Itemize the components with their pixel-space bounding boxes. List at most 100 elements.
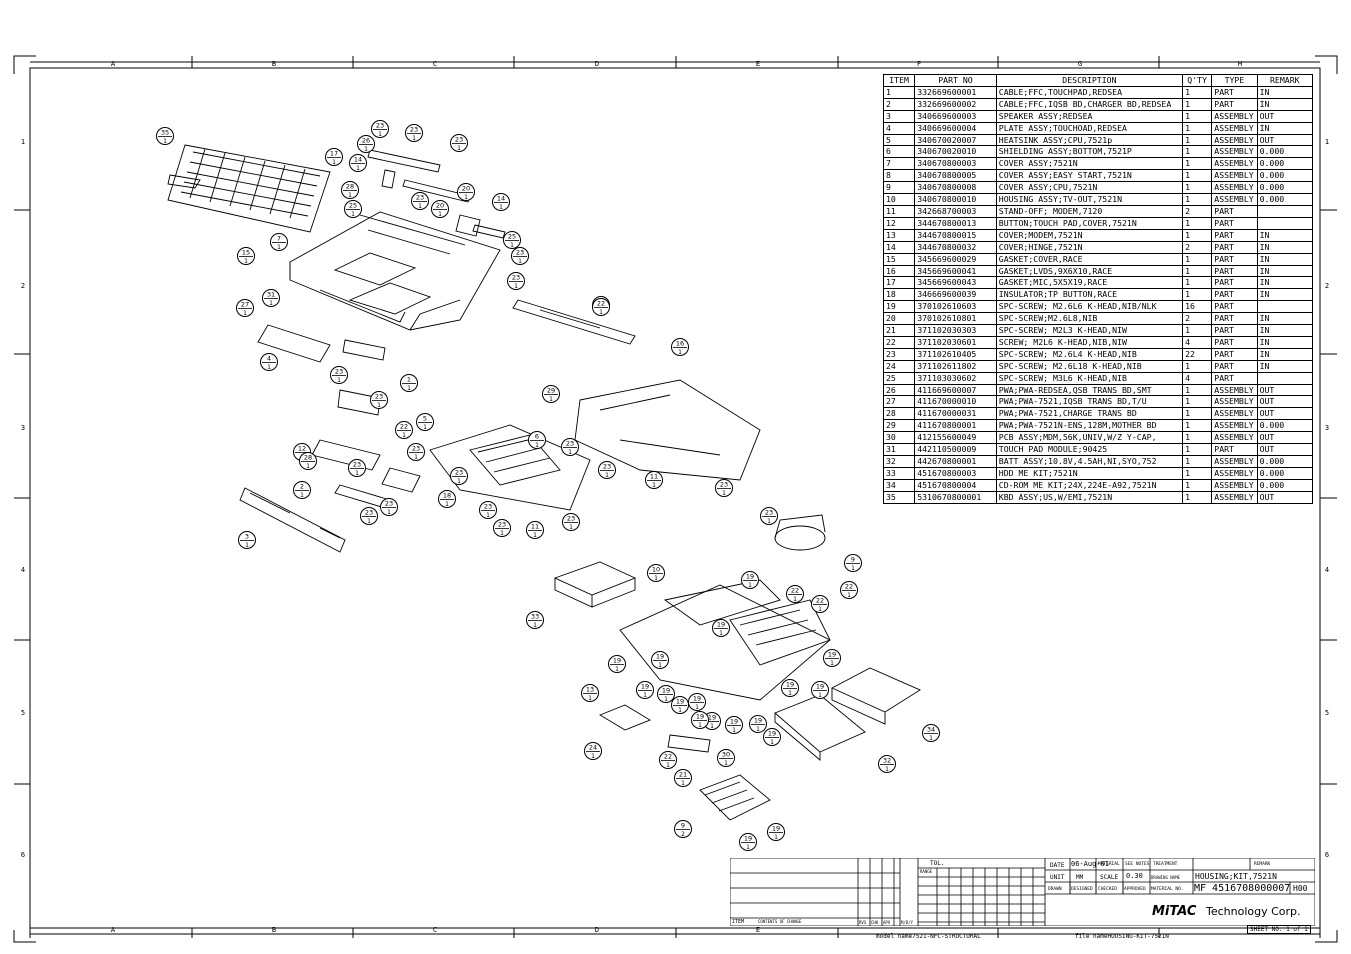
balloon-item-number: 6 [535, 433, 539, 441]
cell-part-no: 340670800008 [914, 181, 997, 195]
balloon-qty: 1 [748, 582, 752, 589]
material-label: MATERIAL [1098, 862, 1120, 867]
item-balloon: 191 [811, 681, 829, 699]
balloon-qty: 1 [652, 482, 656, 489]
item-balloon: 231 [715, 479, 733, 497]
item-balloon: 191 [741, 571, 759, 589]
balloon-item-number: 23 [512, 274, 520, 282]
cell-description: HOUSING ASSY;TV-OUT,7521N [995, 193, 1184, 206]
item-balloon: 191 [671, 696, 689, 714]
item-balloon: 31 [238, 531, 256, 549]
cell-qty: 1 [1182, 431, 1213, 445]
cell-qty: 1 [1182, 383, 1213, 397]
cell-part-no: 332669600002 [914, 97, 997, 111]
cell-item: 35 [882, 490, 916, 504]
item-balloon: 71 [270, 233, 288, 251]
balloon-item-number: 19 [613, 657, 621, 665]
cell-description: SPEAKER ASSY;REDSEA [995, 109, 1184, 123]
cell-description: CD-ROM ME KIT;24X,224E-A92,7521N [995, 478, 1184, 492]
balloon-qty: 1 [457, 145, 461, 152]
zone-row-5-right: 5 [1324, 709, 1330, 717]
cell-remark: IN [1256, 252, 1314, 266]
balloon-qty: 2 [681, 831, 685, 838]
cell-part-no: 451670800003 [914, 466, 997, 480]
balloon-item-number: 17 [330, 150, 338, 158]
item-balloon: 92 [674, 820, 692, 838]
cell-qty: 2 [1182, 204, 1213, 218]
balloon-qty: 1 [605, 472, 609, 479]
item-balloon: 231 [380, 498, 398, 516]
cell-type: PART [1211, 97, 1258, 111]
cell-remark [1256, 371, 1314, 385]
cell-qty: 1 [1182, 97, 1213, 111]
cell-part-no: 371103030602 [914, 371, 997, 385]
cell-item: 28 [882, 407, 916, 421]
cell-description: COVER ASSY;7521N [995, 157, 1184, 171]
cell-item: 14 [882, 240, 916, 254]
cell-remark: OUT [1256, 395, 1314, 409]
cell-part-no: 345669600041 [914, 264, 997, 278]
cell-item: 9 [882, 181, 916, 195]
balloon-item-number: 23 [335, 368, 343, 376]
zone-col-g: G [1077, 60, 1083, 68]
zone-col-a-bottom: A [110, 926, 116, 934]
balloon-qty: 1 [533, 622, 537, 629]
top-hinge-parts [367, 149, 506, 239]
balloon-item-number: 34 [927, 726, 935, 734]
balloon-qty: 1 [300, 492, 304, 499]
balloon-item-number: 25 [349, 202, 357, 210]
cell-part-no: 411670000010 [914, 395, 997, 409]
cell-qty: 1 [1182, 478, 1213, 492]
balloon-item-number: 19 [772, 825, 780, 833]
item-balloon: 191 [712, 619, 730, 637]
cell-part-no: 412155600049 [914, 431, 997, 445]
balloon-circle [260, 353, 278, 371]
item-balloon: 221 [840, 581, 858, 599]
balloon-qty: 1 [510, 242, 514, 249]
balloon-item-number: 19 [754, 717, 762, 725]
balloon-item-number: 14 [497, 195, 505, 203]
balloon-qty: 1 [402, 432, 406, 439]
cell-item: 29 [882, 419, 916, 433]
balloon-item-number: 22 [791, 587, 799, 595]
cell-item: 16 [882, 264, 916, 278]
balloon-qty: 1 [588, 695, 592, 702]
item-balloon: 191 [691, 711, 709, 729]
balloon-item-number: 1 [407, 376, 411, 384]
cell-description: COVER;MODEM,7521N [995, 228, 1184, 242]
balloon-qty: 1 [377, 402, 381, 409]
item-balloon: 131 [581, 684, 599, 702]
balloon-circle [878, 755, 896, 773]
cell-qty: 1 [1182, 157, 1213, 171]
balloon-circle [725, 716, 743, 734]
balloon-qty: 1 [724, 760, 728, 767]
zone-col-f: F [916, 60, 922, 68]
approved-label: APPROVED [1124, 887, 1146, 892]
item-balloon: 151 [237, 247, 255, 265]
cell-description: SPC-SCREW; M2.6L4 K-HEAD,NIB [995, 347, 1184, 361]
balloon-circle [405, 124, 423, 142]
cell-remark: IN [1256, 312, 1314, 326]
balloon-qty: 1 [830, 660, 834, 667]
item-balloon: 221 [592, 298, 610, 316]
cell-description: GASKET;COVER,RACE [995, 252, 1184, 266]
item-balloon: 21 [293, 481, 311, 499]
date-label: DATE [1050, 862, 1065, 869]
balloon-item-number: 11 [531, 523, 539, 531]
hdd-kit [553, 561, 637, 608]
balloon-qty: 1 [793, 596, 797, 603]
header-type: TYPE [1211, 74, 1258, 87]
balloon-circle [493, 519, 511, 537]
balloon-item-number: 14 [354, 156, 362, 164]
balloon-circle [786, 585, 804, 603]
balloon-qty: 1 [355, 470, 359, 477]
cell-type: ASSEMBLY [1211, 169, 1258, 183]
cell-qty: 1 [1182, 121, 1213, 135]
